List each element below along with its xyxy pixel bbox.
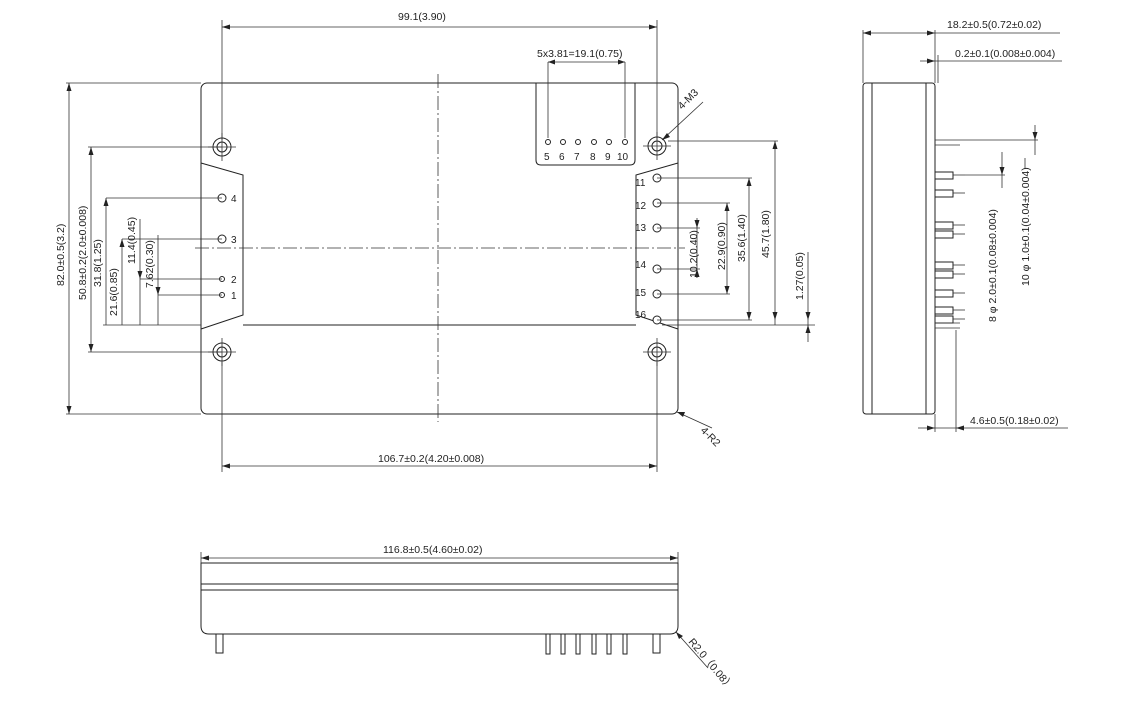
radius-note-label: 4-R2: [698, 425, 723, 450]
bottom-outline: [200, 562, 679, 635]
side-view: 18.2±0.5(0.72±0.02) 0.2±0.1(0.008±0.004)…: [862, 19, 1068, 432]
pin-label-6: 6: [559, 152, 565, 163]
dim-height-overall-label: 82.0±0.5(3.2): [55, 224, 67, 286]
dim-pin-pitch: 5x3.81=19.1(0.75): [537, 48, 626, 138]
left-flange: [200, 162, 244, 330]
dim-width-overall-label: 99.1(3.90): [398, 11, 446, 23]
dim-pin-10-label: 10 φ 1.0±0.1(0.04±0.004): [1020, 167, 1032, 286]
radius-callout: 4-R2: [676, 411, 723, 450]
thread-callout: 4-M3: [661, 87, 704, 141]
dim-thickness-label: 18.2±0.5(0.72±0.02): [947, 19, 1041, 31]
dim-31-8-label: 31.8(1.25): [92, 239, 104, 287]
pin-label-8: 8: [590, 152, 596, 163]
dim-gap-label: 0.2±0.1(0.008±0.004): [955, 48, 1055, 60]
top-pins: 5 6 7 8 9 10: [544, 139, 629, 163]
pin-label-13: 13: [635, 223, 647, 234]
connector-block: [535, 83, 636, 166]
dim-width-overall: 99.1(3.90): [221, 11, 658, 140]
dim-10-2-label: 10.2(0.40): [688, 230, 700, 278]
pin-label-12: 12: [635, 201, 647, 212]
pin-label-11: 11: [635, 178, 646, 189]
dim-1-27-label: 1.27(0.05): [794, 252, 806, 300]
dim-left-pins: 31.8(1.25) 21.6(0.85) 11.4(0.45) 7.62(0.…: [92, 197, 222, 326]
pin-label-16: 16: [635, 310, 647, 321]
pin-label-3: 3: [231, 235, 237, 246]
dim-50-8-label: 50.8±0.2(2.0±0.008): [77, 206, 89, 300]
pin-label-5: 5: [544, 152, 550, 163]
right-pins: 11 12 13 14 15 16: [635, 173, 662, 325]
pin-label-4: 4: [231, 194, 237, 205]
mount-hole-bottom-right: [643, 338, 671, 366]
dim-11-4-label: 11.4(0.45): [126, 217, 138, 264]
thread-note-label: 4-M3: [676, 87, 702, 113]
dim-22-9-label: 22.9(0.90): [716, 222, 728, 270]
dim-length-label: 116.8±0.5(4.60±0.02): [383, 544, 482, 556]
bottom-pins: [215, 633, 661, 655]
dim-pin-pitch-label: 5x3.81=19.1(0.75): [537, 48, 623, 60]
pin-label-7: 7: [574, 152, 580, 163]
bottom-view: 116.8±0.5(4.60±0.02) R2.0（0.08）: [200, 544, 736, 693]
pin-label-2: 2: [231, 275, 237, 286]
side-pins: [934, 139, 965, 329]
dim-7-62-label: 7.62(0.30): [144, 240, 156, 288]
top-view: 4 3 2 1 5 6 7 8 9 10 11 12 13 14 15 16: [55, 11, 815, 472]
dim-mount-span-label: 106.7±0.2(4.20±0.008): [378, 453, 484, 465]
dim-50-8: 50.8±0.2(2.0±0.008): [77, 146, 222, 353]
pin-label-1: 1: [231, 291, 237, 302]
dim-21-6-label: 21.6(0.85): [108, 268, 120, 316]
pin-label-15: 15: [635, 288, 647, 299]
dim-35-6-label: 35.6(1.40): [736, 214, 748, 262]
pin-label-10: 10: [617, 152, 629, 163]
pin-label-9: 9: [605, 152, 611, 163]
dim-pin-8-label: 8 φ 2.0±0.1(0.08±0.004): [987, 209, 999, 322]
dim-mount-span: 106.7±0.2(4.20±0.008): [221, 362, 658, 472]
module-outline: [200, 82, 679, 415]
pin-label-14: 14: [635, 260, 647, 271]
corner-radius-label: R2.0（0.08）: [686, 636, 736, 692]
dim-right-pins: 10.2(0.40) 22.9(0.90) 35.6(1.40) 45.7(1.…: [657, 140, 815, 342]
dim-45-7-label: 45.7(1.80): [760, 210, 772, 258]
dim-height-overall: 82.0±0.5(3.2): [55, 82, 201, 415]
dim-pin-length-label: 4.6±0.5(0.18±0.02): [970, 415, 1059, 427]
side-outline: [862, 82, 936, 415]
